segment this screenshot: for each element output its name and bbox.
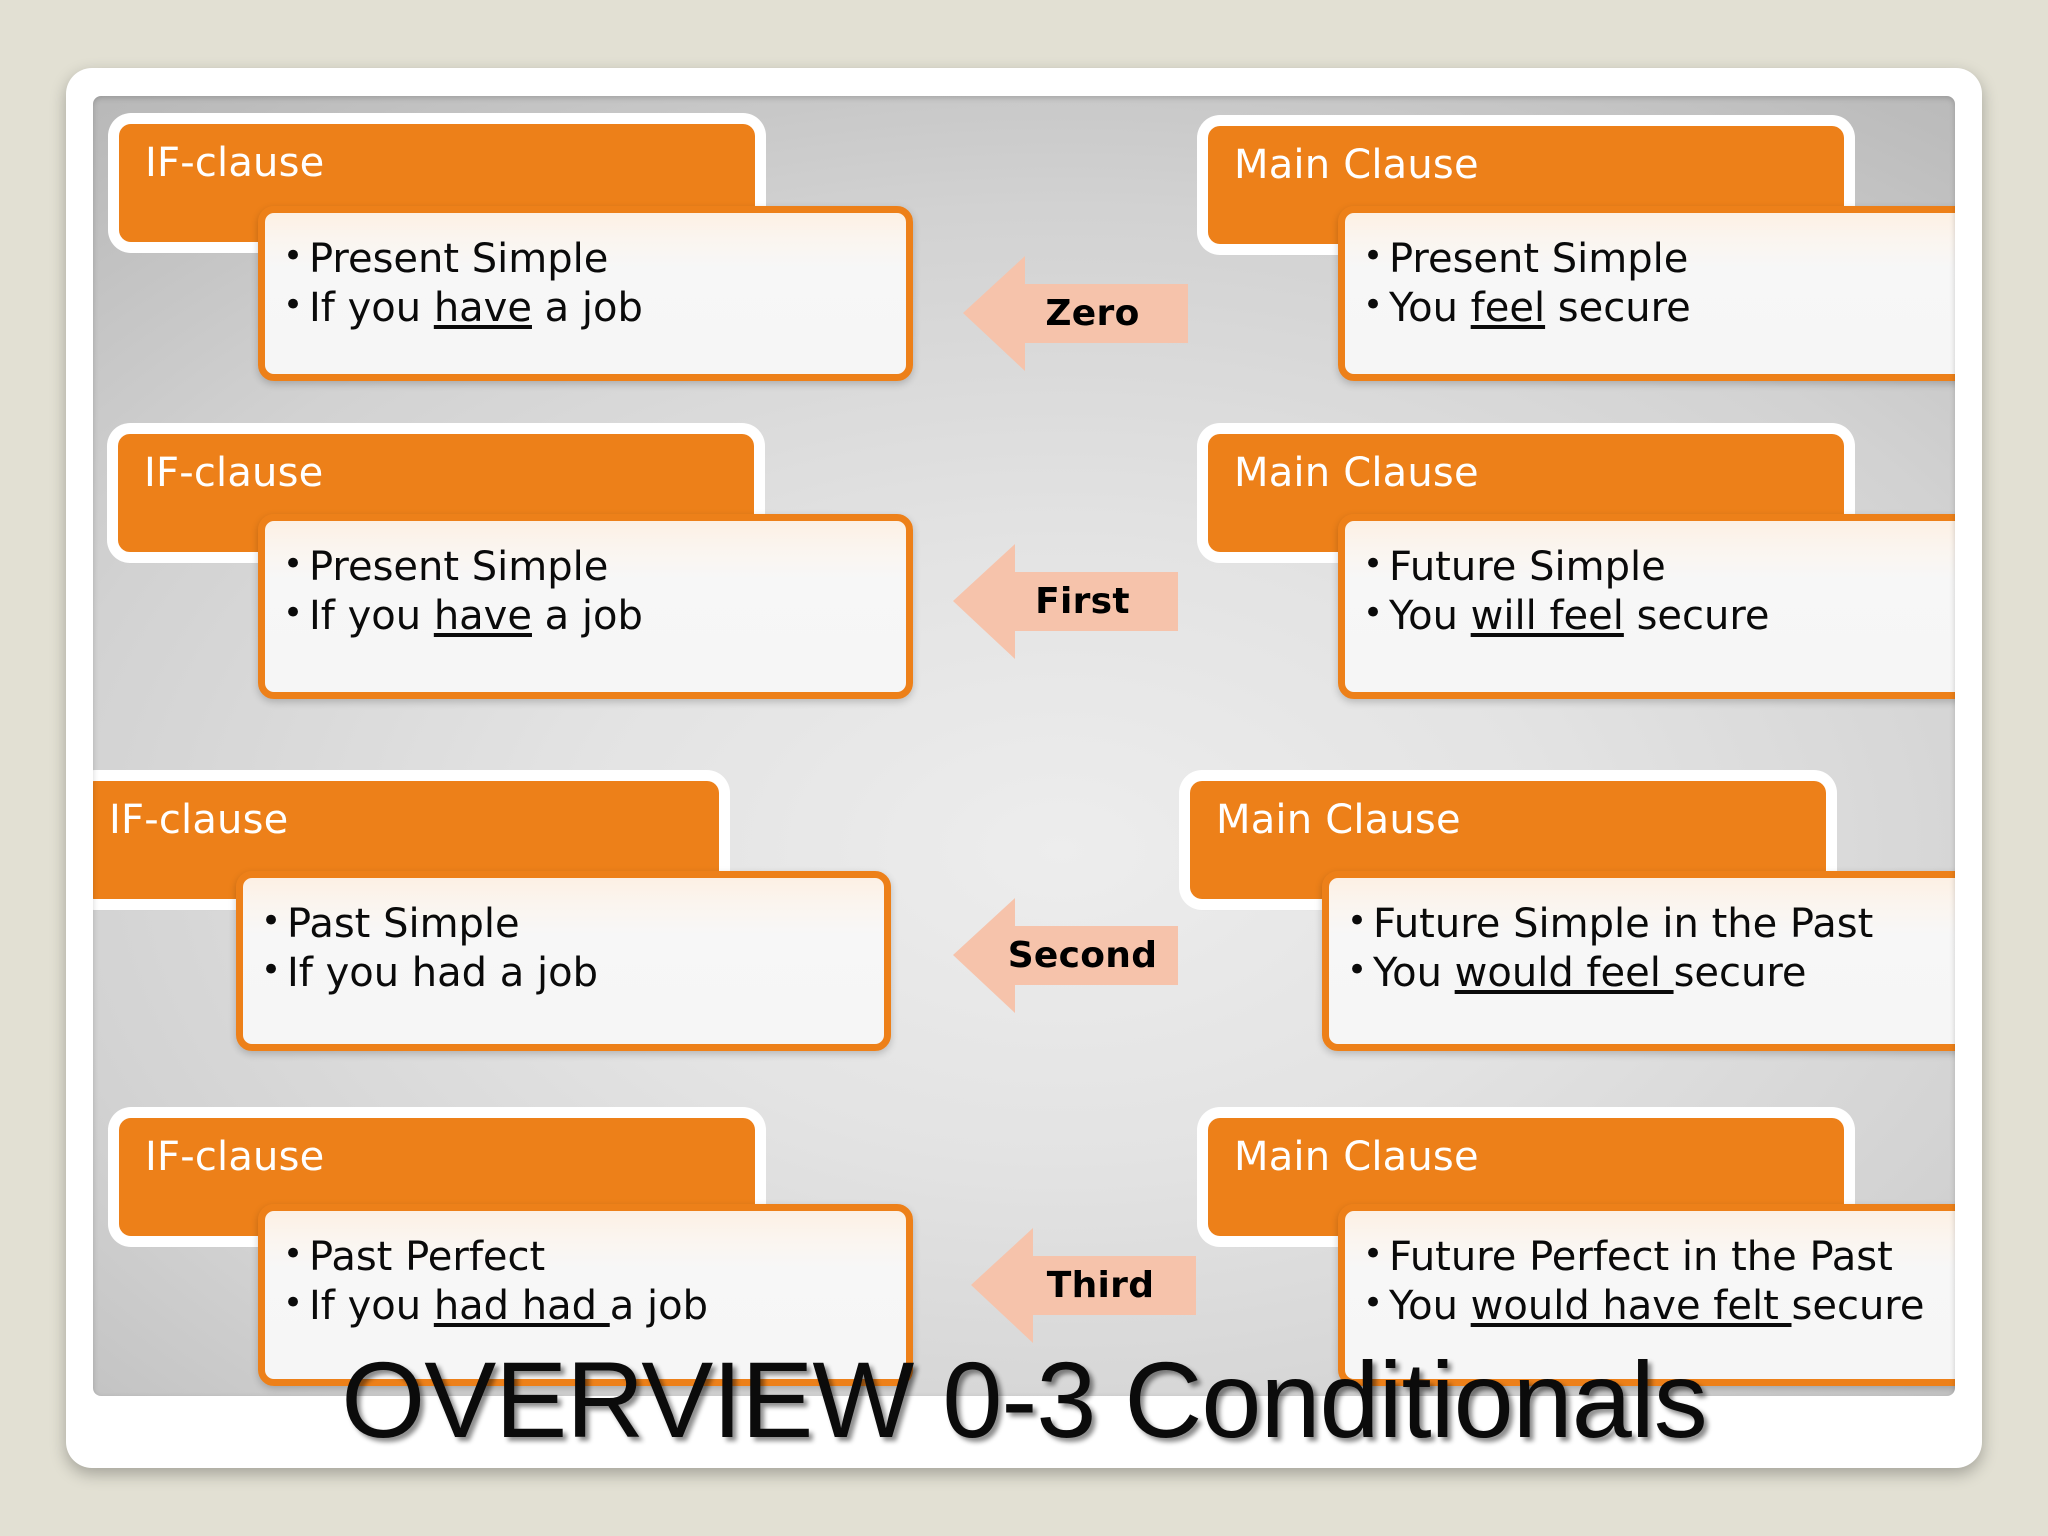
left-arrow-icon	[953, 898, 1178, 1013]
arrow-second: Second	[953, 898, 1178, 1013]
list-item: If you had had a job	[279, 1281, 892, 1331]
arrow-zero: Zero	[963, 256, 1188, 371]
bullet-list: Past Perfect If you had had a job	[279, 1232, 892, 1331]
left-arrow-icon	[971, 1228, 1196, 1343]
if-clause-header-label: IF-clause	[145, 1134, 325, 1180]
list-item: Future Simple	[1359, 542, 1955, 592]
page-title: OVERVIEW 0-3 Conditionals	[341, 1339, 1708, 1460]
bullet-list: Future Simple in the Past You would feel…	[1343, 899, 1955, 998]
list-item: Future Perfect in the Past	[1359, 1232, 1955, 1282]
arrow-label: Second	[1007, 935, 1158, 976]
list-item: Present Simple	[279, 234, 892, 284]
if-clause-body-second: Past Simple If you had a job	[236, 871, 891, 1051]
slide-canvas: IF-clause Present Simple If you have a j…	[93, 96, 1955, 1396]
arrow-first: First	[953, 544, 1178, 659]
list-item: Past Perfect	[279, 1232, 892, 1282]
if-clause-header-label: IF-clause	[145, 140, 325, 186]
if-clause-header-label: IF-clause	[109, 797, 289, 843]
if-clause-body-first: Present Simple If you have a job	[258, 514, 913, 699]
slide: IF-clause Present Simple If you have a j…	[66, 68, 1982, 1468]
main-clause-body-zero: Present Simple You feel secure	[1338, 206, 1955, 381]
if-clause-body-zero: Present Simple If you have a job	[258, 206, 913, 381]
arrow-third: Third	[971, 1228, 1196, 1343]
arrow-label: Third	[1046, 1265, 1155, 1306]
if-clause-header-label: IF-clause	[144, 450, 324, 496]
bullet-list: Future Simple You will feel secure	[1359, 542, 1955, 641]
main-clause-body-second: Future Simple in the Past You would feel…	[1322, 871, 1955, 1051]
arrow-label: First	[1035, 581, 1130, 622]
main-clause-header-label: Main Clause	[1216, 797, 1461, 843]
if-clause-body-third: Past Perfect If you had had a job	[258, 1204, 913, 1386]
list-item: You would have felt secure	[1359, 1281, 1955, 1331]
list-item: Present Simple	[1359, 234, 1955, 284]
list-item: Present Simple	[279, 542, 892, 592]
left-arrow-icon	[963, 256, 1188, 371]
list-item: You feel secure	[1359, 283, 1955, 333]
main-clause-body-first: Future Simple You will feel secure	[1338, 514, 1955, 699]
main-clause-body-third: Future Perfect in the Past You would hav…	[1338, 1204, 1955, 1386]
list-item: If you have a job	[279, 283, 892, 333]
main-clause-header-zero: Main Clause	[1208, 126, 1844, 244]
list-item: Future Simple in the Past	[1343, 899, 1955, 949]
bullet-list: Future Perfect in the Past You would hav…	[1359, 1232, 1955, 1331]
main-clause-header-label: Main Clause	[1234, 142, 1479, 188]
list-item: You would feel secure	[1343, 948, 1955, 998]
bullet-list: Present Simple If you have a job	[279, 542, 892, 641]
bullet-list: Past Simple If you had a job	[257, 899, 870, 998]
list-item: You will feel secure	[1359, 591, 1955, 641]
list-item: Past Simple	[257, 899, 870, 949]
left-arrow-icon	[953, 544, 1178, 659]
list-item: If you have a job	[279, 591, 892, 641]
arrow-label: Zero	[1045, 293, 1140, 334]
list-item: If you had a job	[257, 948, 870, 998]
main-clause-header-label: Main Clause	[1234, 1134, 1479, 1180]
bullet-list: Present Simple You feel secure	[1359, 234, 1955, 333]
main-clause-header-label: Main Clause	[1234, 450, 1479, 496]
bullet-list: Present Simple If you have a job	[279, 234, 892, 333]
